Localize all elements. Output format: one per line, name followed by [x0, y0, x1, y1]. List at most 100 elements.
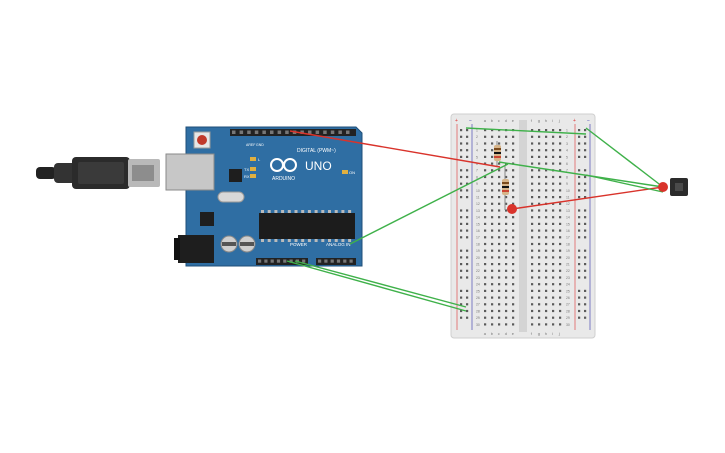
push-button[interactable]	[670, 178, 688, 196]
breadboard-hole[interactable]	[512, 196, 515, 199]
breadboard-hole[interactable]	[484, 296, 487, 299]
rail-hole[interactable]	[584, 142, 587, 145]
breadboard-hole[interactable]	[484, 155, 487, 158]
breadboard-hole[interactable]	[531, 196, 534, 199]
rail-hole[interactable]	[460, 209, 463, 212]
breadboard-hole[interactable]	[552, 149, 555, 152]
breadboard-hole[interactable]	[505, 135, 508, 138]
breadboard-hole[interactable]	[491, 135, 494, 138]
rail-hole[interactable]	[466, 276, 469, 279]
breadboard-hole[interactable]	[484, 209, 487, 212]
breadboard-hole[interactable]	[538, 149, 541, 152]
breadboard-hole[interactable]	[559, 263, 562, 266]
breadboard-hole[interactable]	[559, 323, 562, 326]
rail-hole[interactable]	[460, 216, 463, 219]
rail-hole[interactable]	[584, 229, 587, 232]
rail-hole[interactable]	[466, 229, 469, 232]
breadboard-hole[interactable]	[538, 323, 541, 326]
header-pin[interactable]	[300, 130, 304, 135]
breadboard-hole[interactable]	[531, 189, 534, 192]
rail-hole[interactable]	[584, 155, 587, 158]
breadboard-hole[interactable]	[498, 209, 501, 212]
rail-hole[interactable]	[460, 309, 463, 313]
breadboard-hole[interactable]	[538, 309, 541, 313]
rail-hole[interactable]	[584, 182, 587, 185]
breadboard-hole[interactable]	[512, 309, 515, 313]
breadboard-hole[interactable]	[505, 169, 508, 172]
breadboard-hole[interactable]	[538, 216, 541, 219]
breadboard-hole[interactable]	[498, 222, 501, 225]
rail-hole[interactable]	[460, 182, 463, 185]
breadboard-hole[interactable]	[538, 303, 541, 306]
header-pin[interactable]	[349, 259, 353, 263]
breadboard-hole[interactable]	[512, 276, 515, 279]
breadboard-hole[interactable]	[484, 175, 487, 179]
breadboard-hole[interactable]	[559, 155, 562, 158]
breadboard-hole[interactable]	[512, 216, 515, 219]
breadboard-hole[interactable]	[552, 189, 555, 192]
breadboard-hole[interactable]	[491, 162, 494, 165]
breadboard-hole[interactable]	[484, 316, 487, 319]
breadboard-hole[interactable]	[545, 182, 548, 185]
breadboard-hole[interactable]	[531, 155, 534, 158]
breadboard-hole[interactable]	[491, 129, 494, 132]
breadboard-hole[interactable]	[559, 189, 562, 192]
breadboard-hole[interactable]	[505, 242, 508, 246]
breadboard-hole[interactable]	[531, 229, 534, 232]
rail-hole[interactable]	[584, 169, 587, 172]
breadboard-hole[interactable]	[538, 135, 541, 138]
breadboard-hole[interactable]	[512, 323, 515, 326]
breadboard-hole[interactable]	[484, 182, 487, 185]
breadboard-hole[interactable]	[505, 249, 508, 252]
resistor-1[interactable]	[494, 141, 501, 166]
breadboard-hole[interactable]	[491, 276, 494, 279]
breadboard-hole[interactable]	[538, 283, 541, 286]
breadboard-hole[interactable]	[552, 276, 555, 279]
breadboard-hole[interactable]	[498, 196, 501, 199]
rail-hole[interactable]	[578, 309, 581, 313]
breadboard-hole[interactable]	[552, 269, 555, 272]
breadboard-hole[interactable]	[531, 216, 534, 219]
breadboard-hole[interactable]	[512, 135, 515, 138]
rail-hole[interactable]	[578, 169, 581, 172]
breadboard-hole[interactable]	[512, 256, 515, 259]
breadboard-hole[interactable]	[531, 236, 534, 239]
breadboard-hole[interactable]	[552, 256, 555, 259]
rail-hole[interactable]	[460, 135, 463, 138]
rail-hole[interactable]	[584, 256, 587, 259]
breadboard-hole[interactable]	[498, 162, 501, 165]
breadboard-hole[interactable]	[538, 263, 541, 266]
breadboard-hole[interactable]	[531, 142, 534, 145]
header-pin[interactable]	[276, 259, 281, 263]
rail-hole[interactable]	[578, 263, 581, 266]
rail-hole[interactable]	[578, 229, 581, 232]
breadboard-hole[interactable]	[559, 242, 562, 246]
breadboard-hole[interactable]	[512, 222, 515, 225]
breadboard-hole[interactable]	[505, 202, 508, 205]
breadboard-hole[interactable]	[505, 289, 508, 292]
breadboard-hole[interactable]	[484, 276, 487, 279]
breadboard-hole[interactable]	[545, 142, 548, 145]
breadboard-hole[interactable]	[498, 249, 501, 252]
breadboard-hole[interactable]	[531, 323, 534, 326]
breadboard-hole[interactable]	[552, 229, 555, 232]
breadboard-hole[interactable]	[484, 229, 487, 232]
header-pin[interactable]	[270, 259, 274, 263]
breadboard-hole[interactable]	[491, 296, 494, 299]
breadboard-hole[interactable]	[491, 256, 494, 259]
breadboard-hole[interactable]	[552, 222, 555, 225]
breadboard-hole[interactable]	[538, 209, 541, 212]
rail-hole[interactable]	[466, 236, 469, 239]
breadboard-hole[interactable]	[552, 309, 555, 313]
breadboard-hole[interactable]	[505, 269, 508, 272]
rail-hole[interactable]	[466, 256, 469, 259]
rail-hole[interactable]	[584, 236, 587, 239]
breadboard-hole[interactable]	[538, 182, 541, 185]
breadboard-hole[interactable]	[538, 289, 541, 292]
breadboard-hole[interactable]	[512, 155, 515, 158]
rail-hole[interactable]	[584, 135, 587, 138]
rail-hole[interactable]	[466, 182, 469, 185]
breadboard-hole[interactable]	[545, 263, 548, 266]
rail-hole[interactable]	[578, 269, 581, 272]
breadboard-hole[interactable]	[498, 296, 501, 299]
